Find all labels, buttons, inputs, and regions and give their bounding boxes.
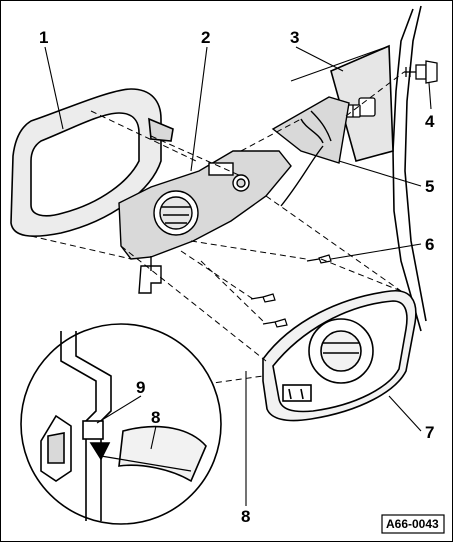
figure-id-box: A66-0043	[381, 514, 445, 534]
callout-3: 3	[290, 28, 299, 47]
callout-4: 4	[425, 112, 435, 131]
mirror-glass-part-7	[262, 290, 417, 422]
callout-8-bottom: 8	[241, 507, 250, 526]
figure-id: A66-0043	[386, 517, 439, 531]
callout-8-detail: 8	[151, 408, 160, 427]
callout-2: 2	[201, 28, 210, 47]
leader-lines	[44, 46, 432, 506]
mirror-base-part-5	[271, 96, 350, 207]
callout-7: 7	[425, 423, 434, 442]
callout-9: 9	[136, 378, 145, 397]
screw-part-4	[404, 60, 438, 84]
detail-view-circle	[20, 323, 222, 525]
screw-part-6	[250, 254, 332, 328]
callout-5: 5	[425, 177, 434, 196]
assembly-lines	[30, 71, 405, 385]
callout-6: 6	[425, 235, 434, 254]
callout-1: 1	[39, 28, 48, 47]
